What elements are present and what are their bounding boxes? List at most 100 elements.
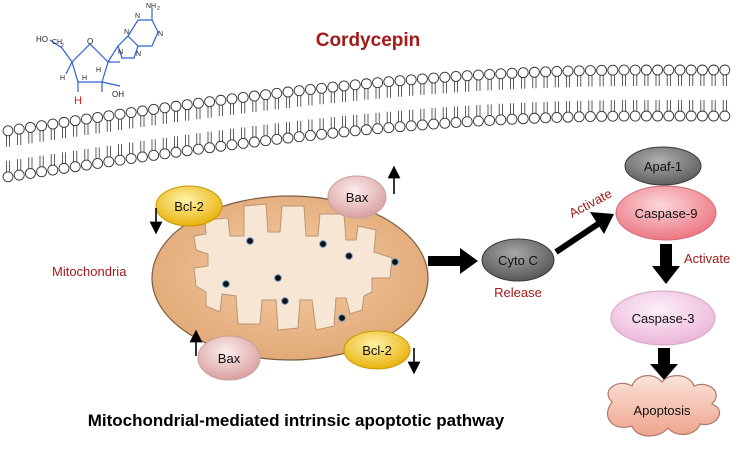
lipid-head-lower	[674, 110, 686, 122]
lipid-head-lower	[360, 124, 372, 136]
lipid-head-lower	[248, 136, 260, 148]
bcl2-top-node: Bcl-2	[155, 185, 223, 227]
lipid-head-upper	[181, 99, 193, 111]
lipid-head-upper	[136, 105, 148, 117]
ribose-ring	[71, 43, 109, 83]
caspase9-node: Caspase-9	[615, 185, 717, 241]
lipid-head-upper	[506, 67, 518, 79]
mito-granule	[338, 314, 346, 322]
lipid-head-upper	[47, 118, 59, 130]
lipid-head-upper	[170, 100, 182, 112]
lipid-head-upper	[607, 64, 619, 76]
lipid-head-lower	[528, 112, 540, 124]
bax-top-node: Bax	[327, 175, 387, 219]
lipid-head-lower	[69, 161, 81, 173]
bcl2-top-label: Bcl-2	[174, 199, 204, 214]
lipid-head-upper	[248, 90, 260, 102]
lipid-head-lower	[495, 114, 507, 126]
lipid-head-upper	[282, 86, 294, 98]
lipid-head-upper	[674, 64, 686, 76]
caspase3-to-apoptosis-arrow	[650, 348, 678, 380]
oh-label: OH	[112, 90, 124, 99]
cyto-c-node: Cyto C	[481, 238, 555, 282]
lipid-head-upper	[125, 107, 137, 118]
lipid-head-lower	[215, 140, 227, 152]
lipid-head-lower	[584, 111, 596, 123]
pyrimidine-ring	[127, 19, 159, 47]
lipid-head-upper	[92, 111, 104, 123]
lipid-head-lower	[80, 159, 92, 171]
lipid-head-lower	[58, 162, 70, 174]
cordycepin-structure	[49, 8, 159, 92]
lipid-head-upper	[260, 89, 272, 101]
nh2-sub-label: 2	[157, 6, 160, 12]
lipid-head-upper	[640, 64, 652, 76]
lipid-head-lower	[170, 146, 182, 158]
n-label-1: N	[124, 29, 129, 36]
bax-bottom-node: Bax	[197, 335, 261, 381]
lipid-head-lower	[629, 110, 641, 122]
h1-label: H	[60, 75, 65, 82]
lipid-head-upper	[2, 125, 14, 137]
lipid-head-upper	[316, 82, 328, 94]
lipid-head-lower	[181, 145, 193, 157]
lipid-head-upper	[327, 81, 339, 93]
lipid-head-lower	[607, 110, 619, 122]
lipid-head-upper	[495, 68, 507, 80]
cyto-c-label: Cyto C	[498, 253, 538, 268]
lipid-head-lower	[338, 126, 350, 138]
lipid-head-upper	[349, 79, 361, 91]
lipid-head-lower	[282, 132, 294, 144]
lipid-head-lower	[237, 137, 249, 149]
lipid-head-upper	[652, 64, 664, 76]
lipid-head-lower	[640, 110, 652, 122]
lipid-head-lower	[304, 130, 316, 141]
lipid-head-lower	[394, 121, 406, 133]
lipid-head-upper	[450, 71, 462, 82]
mito-granule	[319, 240, 327, 248]
nh2-label: NH	[146, 3, 156, 10]
lipid-head-upper	[394, 75, 406, 87]
lipid-head-upper	[58, 116, 70, 128]
ch2-label: CH	[52, 39, 62, 46]
lipid-head-upper	[192, 97, 204, 109]
lipid-head-lower	[450, 117, 462, 128]
cell-membrane	[2, 64, 731, 183]
lipid-head-lower	[136, 151, 148, 163]
drug-title: Cordycepin	[316, 30, 421, 51]
lipid-head-upper	[540, 66, 552, 78]
lipid-head-upper	[439, 71, 451, 83]
mitochondria-label: Mitochondria	[52, 264, 127, 279]
lipid-head-upper	[461, 70, 473, 82]
lipid-head-lower	[192, 143, 204, 155]
lipid-head-upper	[24, 121, 36, 133]
lipid-head-upper	[562, 65, 574, 77]
lipid-head-upper	[696, 64, 708, 76]
lipid-head-upper	[159, 102, 171, 114]
lipid-head-upper	[237, 91, 249, 103]
lipid-head-upper	[204, 96, 216, 108]
mito-granule	[274, 274, 282, 282]
lipid-head-upper	[13, 123, 25, 135]
lipid-head-lower	[271, 133, 283, 145]
lipid-head-upper	[80, 113, 92, 125]
lipid-head-upper	[685, 64, 697, 76]
h3-label: H	[96, 67, 101, 74]
lipid-head-lower	[719, 110, 731, 122]
mito-to-cytoc-arrow	[428, 248, 478, 274]
apaf1-node: Apaf-1	[624, 146, 702, 186]
lipid-head-upper	[215, 94, 227, 106]
lipid-head-upper	[148, 103, 160, 115]
lipid-head-upper	[708, 64, 720, 76]
apoptosis-label: Apoptosis	[633, 403, 691, 418]
lipid-head-upper	[293, 85, 305, 97]
lipid-head-lower	[2, 171, 14, 183]
lipid-head-lower	[484, 114, 496, 126]
lipid-head-lower	[204, 142, 216, 154]
h2-label: H	[82, 75, 87, 82]
lipid-head-lower	[383, 122, 395, 134]
mito-granule	[391, 258, 399, 266]
mito-granule	[281, 297, 289, 305]
lipid-head-upper	[472, 69, 484, 81]
lipid-head-lower	[708, 110, 720, 122]
